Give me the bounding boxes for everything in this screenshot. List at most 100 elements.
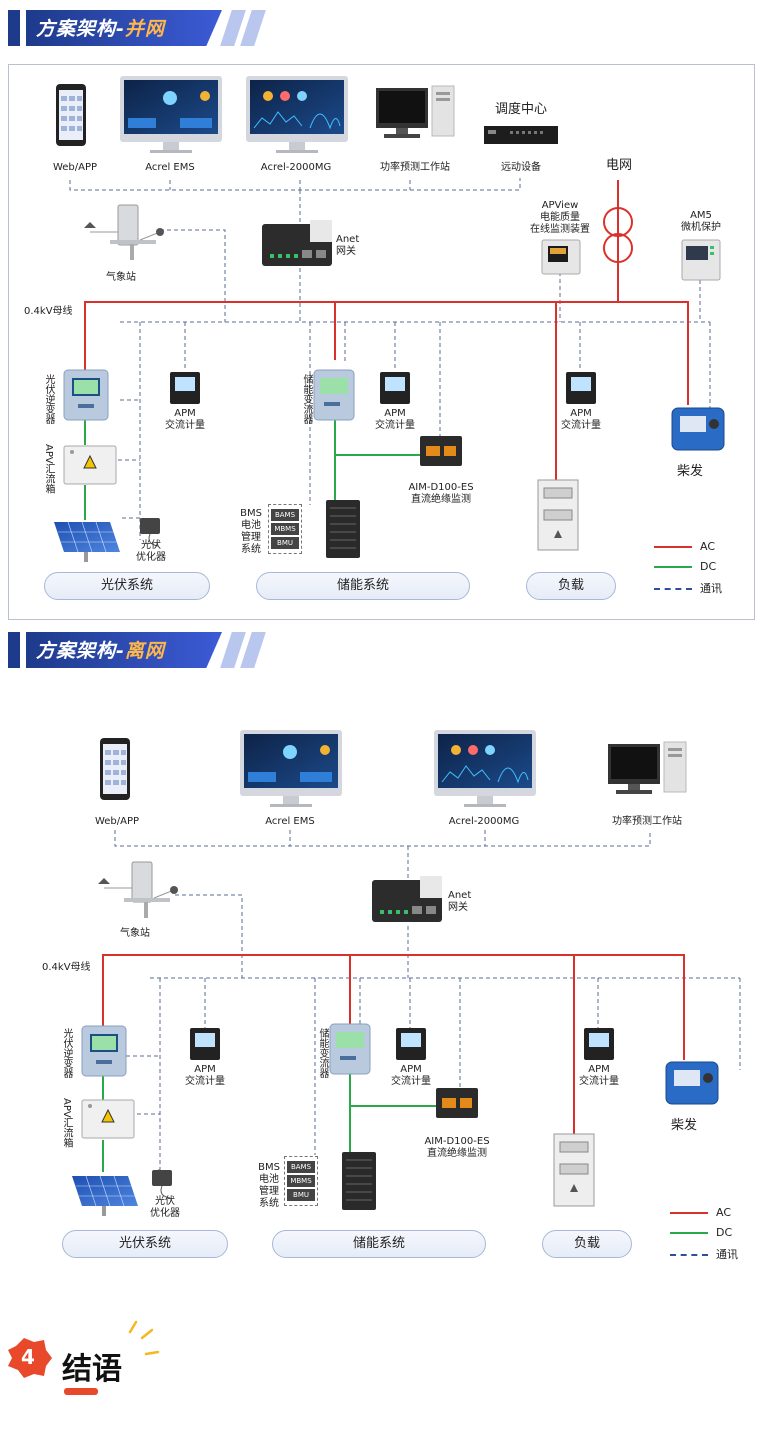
aim-device-icon-2	[436, 1088, 478, 1118]
legend-ac-2: AC	[670, 1206, 731, 1219]
label-optimizer-2: 光伏 优化器	[150, 1196, 180, 1219]
apm-meter-icon-2	[380, 372, 410, 404]
transformer-icon	[603, 207, 633, 263]
label-apv: APV汇流箱	[43, 444, 54, 494]
workstation-icon-2	[608, 741, 687, 794]
weather-station-icon	[84, 204, 164, 260]
label-bus-2: 0.4kV母线	[42, 962, 91, 973]
banner-title-2: 方案架构-	[36, 640, 125, 662]
load-cabinet-icon-2	[553, 1133, 595, 1207]
label-remote-device: 远动设备	[501, 162, 541, 173]
label-apm-2: APM 交流计量	[375, 408, 415, 431]
label-gateway-2: Anet 网关	[448, 890, 472, 913]
label-apm-6: APM 交流计量	[579, 1064, 619, 1087]
conclusion-number: 4	[21, 1345, 35, 1369]
solar-panel-icon	[54, 521, 120, 562]
dc-lines-grid	[84, 420, 420, 520]
label-web-app: Web/APP	[52, 162, 98, 173]
dc-lines-island	[102, 1074, 436, 1172]
label-forecast-station: 功率预测工作站	[380, 162, 450, 173]
combiner-box-icon	[63, 445, 117, 485]
workstation-icon	[376, 85, 455, 138]
label-acrel-ems-2: Acrel EMS	[265, 816, 315, 827]
battery-rack-icon	[326, 500, 360, 558]
bms-item: BMU	[271, 537, 299, 549]
label-apview: APView 电能质量 在线监测装置	[530, 200, 590, 235]
group-pv-system: 光伏系统	[44, 572, 210, 600]
banner-title: 方案架构-	[36, 18, 125, 40]
gateway-icon-2	[372, 876, 442, 922]
optimizer-icon	[140, 518, 160, 547]
group-pv-system-2: 光伏系统	[62, 1230, 228, 1258]
group-storage-system: 储能系统	[256, 572, 470, 600]
legend-dc-2: DC	[670, 1226, 732, 1239]
bms-stack: BAMS MBMS BMU	[268, 504, 302, 554]
ac-lines-grid	[84, 180, 689, 480]
label-pv-inverter-2: 光伏逆变器	[61, 1028, 72, 1078]
label-apm-4: APM 交流计量	[185, 1064, 225, 1087]
storage-converter-icon	[313, 369, 355, 421]
banner-title-accent-2: 离网	[124, 640, 165, 662]
diagram-frame-grid	[8, 64, 755, 620]
label-apv-2: APV汇流箱	[61, 1098, 72, 1148]
monitor-mg-icon-2	[434, 730, 536, 807]
label-acrel-ems: Acrel EMS	[145, 162, 195, 173]
apm-meter-icon-6	[584, 1028, 614, 1060]
section-banner-grid: 方案架构-并网	[8, 8, 266, 48]
diesel-generator-icon	[671, 407, 725, 451]
group-storage-system-2: 储能系统	[272, 1230, 486, 1258]
monitor-ems-icon	[120, 76, 222, 153]
apm-meter-icon-4	[190, 1028, 220, 1060]
weather-station-icon-2	[98, 861, 178, 918]
label-aim-2: AIM-D100-ES 直流绝缘监测	[424, 1136, 490, 1159]
label-forecast-station-2: 功率预测工作站	[612, 816, 682, 827]
phone-icon	[56, 84, 86, 146]
bms-item: BAMS	[287, 1161, 315, 1173]
combiner-box-icon-2	[81, 1099, 135, 1139]
label-am5: AM5 微机保护	[681, 210, 721, 233]
legend-comm: 通讯	[654, 580, 722, 596]
label-optimizer: 光伏 优化器	[136, 540, 166, 563]
label-diesel-2: 柴发	[670, 1118, 697, 1133]
load-cabinet-icon	[537, 479, 579, 551]
apm-meter-icon-3	[566, 372, 596, 404]
legend-ac: AC	[654, 540, 715, 553]
bms-item: MBMS	[271, 523, 299, 535]
label-pv-inverter: 光伏逆变器	[43, 374, 54, 424]
diesel-generator-icon-2	[665, 1061, 719, 1105]
legend-dc: DC	[654, 560, 716, 573]
label-acrel-mg: Acrel-2000MG	[260, 162, 332, 173]
label-gateway: Anet 网关	[336, 234, 360, 257]
label-weather-station: 气象站	[106, 272, 136, 283]
pv-inverter-icon-2	[81, 1025, 127, 1077]
section-banner-island: 方案架构-离网	[8, 630, 266, 670]
label-dispatch-center: 调度中心	[494, 102, 547, 117]
optimizer-icon-2	[152, 1170, 172, 1199]
gateway-icon	[262, 220, 332, 266]
label-acrel-mg-2: Acrel-2000MG	[448, 816, 520, 827]
apview-icon	[541, 239, 581, 275]
label-web-app-2: Web/APP	[94, 816, 140, 827]
label-apm-5: APM 交流计量	[391, 1064, 431, 1087]
label-storage-converter: 储能变流器	[301, 374, 312, 424]
bms-stack-2: BAMS MBMS BMU	[284, 1156, 318, 1206]
remote-device-icon	[484, 126, 558, 144]
group-load: 负载	[526, 572, 616, 600]
phone-icon-2	[100, 738, 130, 800]
monitor-ems-icon-2	[240, 730, 342, 807]
label-storage-converter-2: 储能变流器	[317, 1028, 328, 1078]
label-aim: AIM-D100-ES 直流绝缘监测	[408, 482, 474, 505]
conclusion-badge-icon	[8, 1320, 160, 1395]
comm-lines-grid	[69, 178, 711, 540]
label-weather-station-2: 气象站	[120, 928, 150, 939]
label-apm-3: APM 交流计量	[561, 408, 601, 431]
label-bus: 0.4kV母线	[24, 306, 73, 317]
solar-panel-icon-2	[72, 1175, 138, 1216]
group-load-2: 负载	[542, 1230, 632, 1258]
ac-lines-island	[102, 954, 685, 1135]
legend-comm-2: 通讯	[670, 1246, 738, 1262]
label-bms-2: BMS 电池 管理 系统	[258, 1162, 280, 1209]
bms-item: BAMS	[271, 509, 299, 521]
am5-icon	[681, 239, 721, 281]
